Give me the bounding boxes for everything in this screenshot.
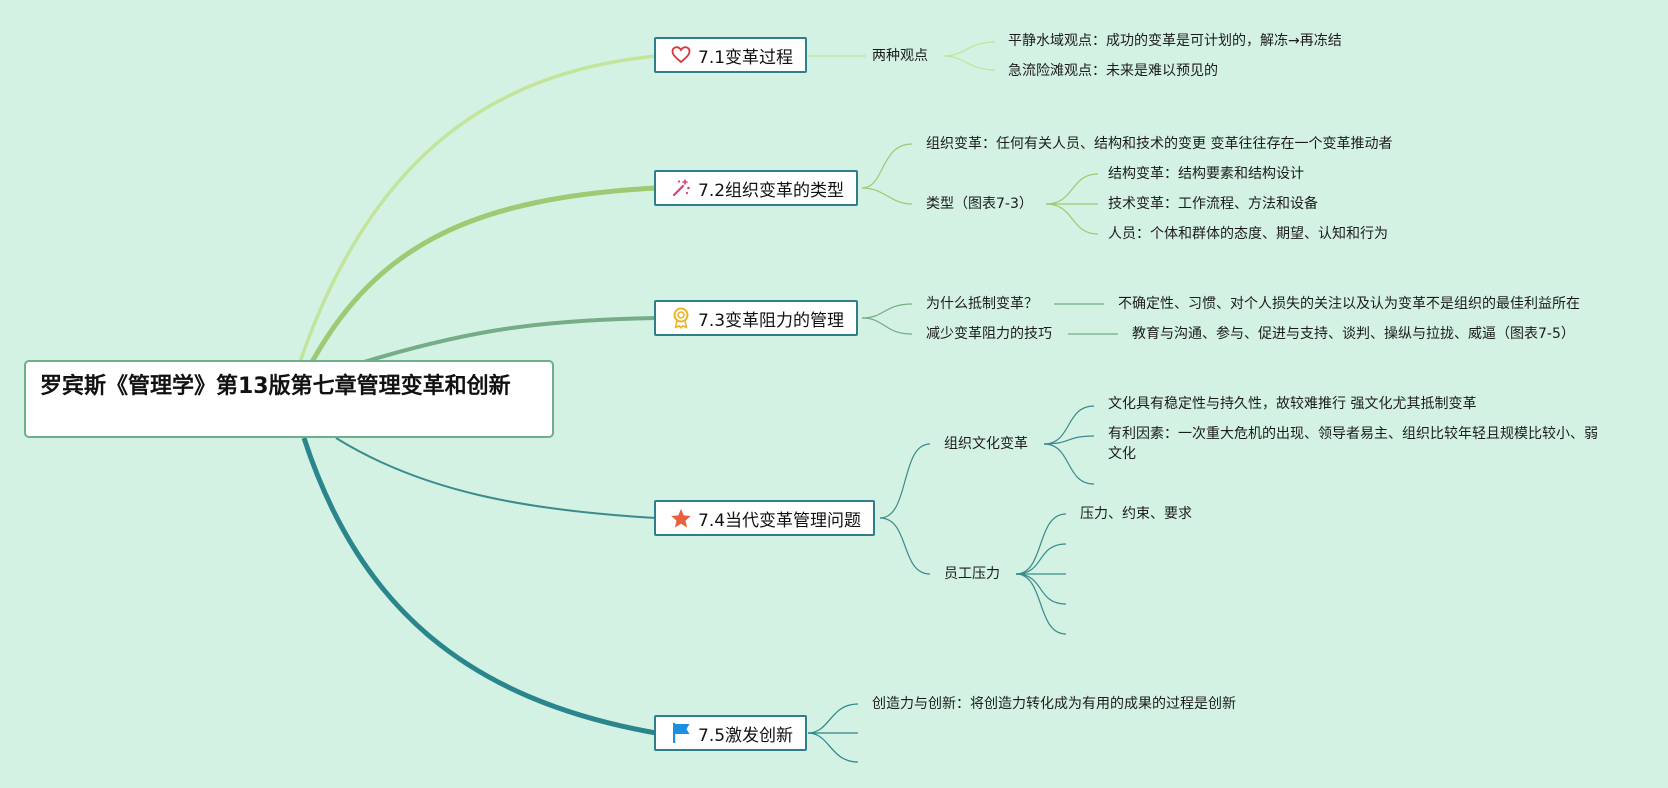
- node-creativity-innovation[interactable]: 创造力与创新：将创造力转化成为有用的成果的过程是创新: [872, 696, 1236, 712]
- connector-culture-c3: [1043, 443, 1095, 485]
- connector-stress-s5: [1015, 573, 1067, 635]
- connector-stress-s4: [1015, 573, 1067, 605]
- connector-7-4-stress: [879, 517, 931, 575]
- connector-stress-s1: [1015, 513, 1067, 575]
- flag-icon: [670, 722, 692, 744]
- node-culture-stability[interactable]: 文化具有稳定性与持久性，故较难推行 强文化尤其抵制变革: [1108, 396, 1477, 412]
- connector-root-7-1: [298, 54, 657, 363]
- node-culture-favorable-factors[interactable]: 有利因素：一次重大危机的出现、领导者易主、组织比较年轻且规模比较小、弱文化: [1108, 426, 1598, 462]
- branch-label: 7.5激发创新: [698, 725, 794, 746]
- connector-root-7-3: [363, 316, 657, 364]
- node-why-resist[interactable]: 为什么抵制变革？: [926, 296, 1038, 312]
- connector-viewpoints-rapids: [943, 55, 996, 71]
- branch-7-4-contemporary-issues[interactable]: 7.4当代变革管理问题: [654, 500, 876, 536]
- connector-culture-c1: [1043, 405, 1095, 445]
- branch-7-3-resistance-management[interactable]: 7.3变革阻力的管理: [654, 300, 859, 336]
- node-calm-waters[interactable]: 平静水域观点：成功的变革是可计划的，解冻→再冻结: [1008, 33, 1342, 49]
- node-organizational-change[interactable]: 组织变革：任何有关人员、结构和技术的变更 变革往往存在一个变革推动者: [926, 136, 1393, 152]
- connector-root-7-4: [335, 437, 657, 519]
- connector-7-3-reduce: [861, 317, 913, 335]
- branch-label: 7.4当代变革管理问题: [698, 510, 862, 531]
- award-medal-icon: [670, 307, 692, 329]
- root-title: 罗宾斯《管理学》第13版第七章管理变革和创新: [40, 374, 511, 399]
- connector-stress-s2: [1015, 543, 1067, 575]
- node-people-change[interactable]: 人员：个体和群体的态度、期望、认知和行为: [1108, 226, 1388, 242]
- node-technological-change[interactable]: 技术变革：工作流程、方法和设备: [1108, 196, 1318, 212]
- node-structural-change[interactable]: 结构变革：结构要素和结构设计: [1108, 166, 1304, 182]
- node-reduce-resistance[interactable]: 减少变革阻力的技巧: [926, 326, 1052, 342]
- connector-viewpoints-calm: [943, 41, 996, 57]
- connector-types-structure: [1045, 173, 1099, 205]
- connector-culture-c2: [1043, 435, 1095, 445]
- branch-7-1-change-process[interactable]: 7.1变革过程: [654, 37, 808, 73]
- branch-label: 7.1变革过程: [698, 47, 794, 68]
- node-change-types[interactable]: 类型（图表7-3）: [926, 196, 1033, 212]
- branch-7-2-change-types[interactable]: 7.2组织变革的类型: [654, 170, 859, 206]
- magic-wand-icon: [670, 177, 692, 199]
- node-stress-demands[interactable]: 压力、约束、要求: [1080, 506, 1192, 522]
- root-topic[interactable]: 罗宾斯《管理学》第13版第七章管理变革和创新: [24, 360, 554, 438]
- branch-7-5-stimulate-innovation[interactable]: 7.5激发创新: [654, 715, 808, 751]
- node-culture-change[interactable]: 组织文化变革: [944, 436, 1028, 452]
- node-two-viewpoints[interactable]: 两种观点: [872, 48, 928, 64]
- connector-7-5-c1: [807, 703, 859, 734]
- connector-7-3-why: [861, 303, 913, 319]
- connector-root-7-5: [301, 437, 657, 736]
- connector-types-people: [1045, 203, 1099, 235]
- star-icon: [670, 507, 692, 529]
- connector-root-7-2: [309, 185, 657, 364]
- node-white-water[interactable]: 急流险滩观点：未来是难以预见的: [1008, 63, 1218, 79]
- branch-label: 7.3变革阻力的管理: [698, 310, 845, 331]
- connector-7-2-org-change: [861, 143, 913, 189]
- connector-7-5-c3: [807, 732, 859, 763]
- node-employee-stress[interactable]: 员工压力: [944, 566, 1000, 582]
- connector-7-2-types: [861, 187, 913, 205]
- node-reduce-techniques[interactable]: 教育与沟通、参与、促进与支持、谈判、操纵与拉拢、威逼（图表7-5）: [1132, 326, 1575, 342]
- heart-icon: [670, 44, 692, 66]
- node-resist-reasons[interactable]: 不确定性、习惯、对个人损失的关注以及认为变革不是组织的最佳利益所在: [1118, 296, 1580, 312]
- connector-7-4-culture: [879, 443, 931, 519]
- branch-label: 7.2组织变革的类型: [698, 180, 845, 201]
